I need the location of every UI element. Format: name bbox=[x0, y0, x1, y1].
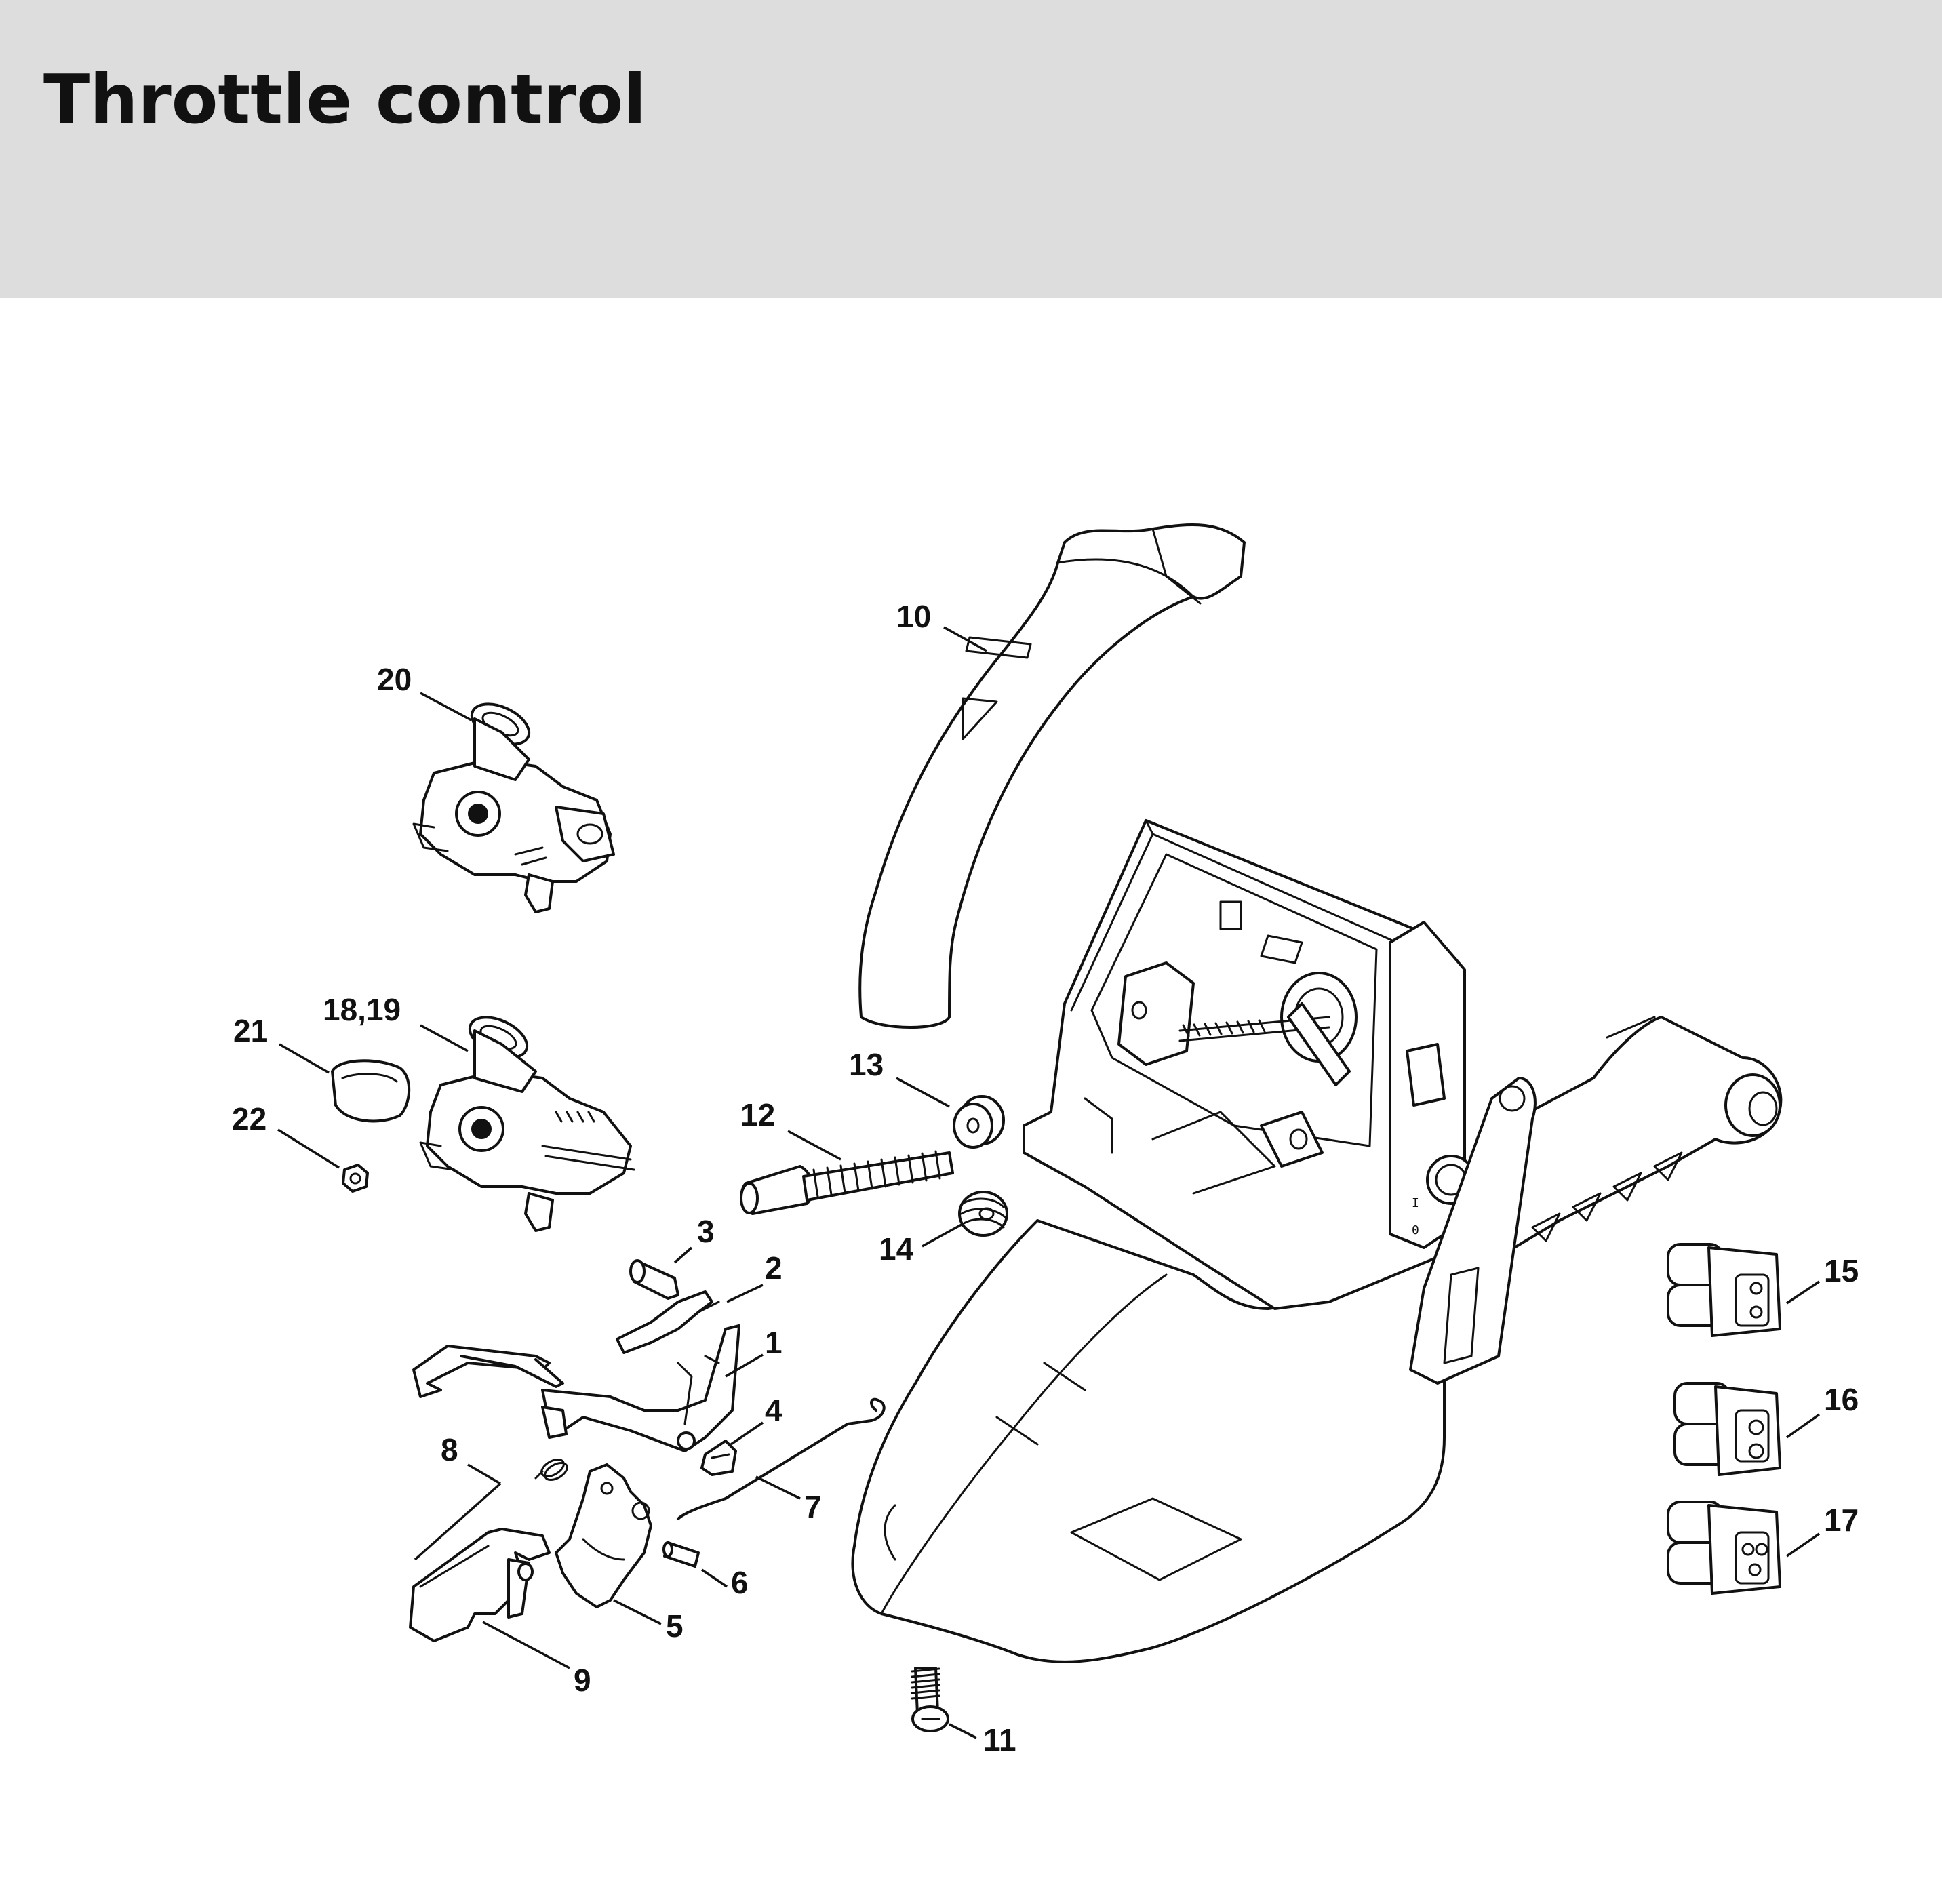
page-title: Throttle control bbox=[43, 60, 647, 139]
part-16-connector[interactable] bbox=[1673, 1382, 1781, 1476]
callout-15: 15 bbox=[1824, 1253, 1859, 1288]
leader-lines bbox=[277, 626, 1821, 1739]
callout-2: 2 bbox=[765, 1250, 782, 1286]
part-1-trigger[interactable] bbox=[412, 1324, 740, 1452]
part-18-19-carburetor[interactable] bbox=[419, 1009, 635, 1232]
callout-16: 16 bbox=[1824, 1382, 1859, 1417]
callout-13: 13 bbox=[849, 1047, 884, 1082]
part-11-screw[interactable] bbox=[911, 1667, 949, 1732]
part-21-gasket[interactable] bbox=[331, 1059, 411, 1123]
part-12-buffer[interactable] bbox=[740, 1150, 954, 1215]
header-band: Throttle control bbox=[0, 0, 1942, 298]
part-6-pin[interactable] bbox=[662, 1541, 700, 1568]
callouts: 10 20 18,19 21 22 13 12 14 3 2 1 4 7 8 6… bbox=[232, 599, 1859, 1758]
callout-18-19: 18,19 bbox=[323, 992, 401, 1027]
callout-22: 22 bbox=[232, 1101, 266, 1136]
part-20-carburetor[interactable] bbox=[412, 696, 615, 913]
part-3-pin[interactable] bbox=[629, 1259, 679, 1300]
callout-6: 6 bbox=[731, 1565, 749, 1600]
part-10-handle-cover[interactable] bbox=[858, 523, 1246, 1029]
callout-5: 5 bbox=[666, 1608, 683, 1644]
callout-3: 3 bbox=[697, 1214, 715, 1249]
part-8-spring[interactable] bbox=[534, 1456, 570, 1483]
callout-12: 12 bbox=[740, 1097, 775, 1132]
main-housing: I 0 bbox=[851, 819, 1783, 1663]
callout-1: 1 bbox=[765, 1325, 782, 1360]
part-4-bracket[interactable] bbox=[700, 1440, 737, 1476]
part-13-grommet[interactable] bbox=[953, 1095, 1005, 1149]
callout-4: 4 bbox=[765, 1393, 782, 1428]
callout-14: 14 bbox=[879, 1231, 914, 1267]
callout-8: 8 bbox=[441, 1432, 458, 1467]
part-2-spring[interactable] bbox=[616, 1290, 720, 1354]
callout-17: 17 bbox=[1824, 1503, 1859, 1538]
part-15-connector[interactable] bbox=[1667, 1243, 1781, 1337]
callout-20: 20 bbox=[377, 662, 412, 697]
callout-10: 10 bbox=[896, 599, 931, 634]
part-22-nut[interactable] bbox=[342, 1164, 369, 1193]
callout-9: 9 bbox=[574, 1663, 591, 1698]
svg-text:0: 0 bbox=[1412, 1223, 1419, 1237]
part-9-cover[interactable] bbox=[409, 1528, 551, 1642]
part-7-throttle-rod[interactable] bbox=[677, 1397, 886, 1520]
part-14-sleeve[interactable] bbox=[958, 1191, 1008, 1237]
svg-text:I: I bbox=[1412, 1196, 1419, 1210]
part-17-connector[interactable] bbox=[1667, 1501, 1781, 1595]
part-5-interlock[interactable] bbox=[555, 1463, 652, 1608]
callout-7: 7 bbox=[804, 1489, 822, 1524]
callout-21: 21 bbox=[233, 1013, 268, 1048]
callout-11: 11 bbox=[983, 1722, 1016, 1758]
